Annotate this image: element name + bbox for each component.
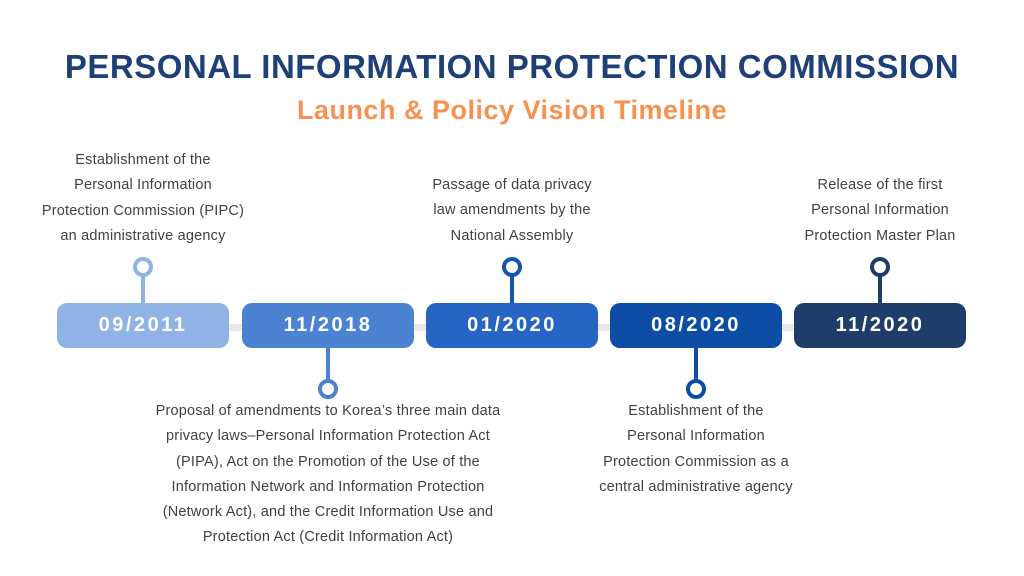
- page-subtitle: Launch & Policy Vision Timeline: [296, 95, 728, 125]
- connector-stem: [694, 348, 698, 379]
- page-title: PERSONAL INFORMATION PROTECTION COMMISSI…: [64, 48, 960, 85]
- milestone-date-01-2020: 01/2020: [426, 303, 598, 348]
- connector-dot-icon: [318, 379, 338, 399]
- connector-dot-icon: [133, 257, 153, 277]
- milestone-note-11-2018: Proposal of amendments to Korea’s three …: [155, 403, 501, 546]
- connector-stem: [878, 275, 882, 305]
- connector-dot-icon: [502, 257, 522, 277]
- connector-stem: [141, 275, 145, 305]
- milestone-date-11-2020: 11/2020: [794, 303, 966, 348]
- connector-dot-icon: [870, 257, 890, 277]
- milestone-date-09-2011: 09/2011: [57, 303, 229, 348]
- milestone-date-08-2020: 08/2020: [610, 303, 782, 348]
- milestone-date-11-2018: 11/2018: [242, 303, 414, 348]
- connector-stem: [326, 348, 330, 379]
- connector-stem: [510, 275, 514, 305]
- connector-dot-icon: [686, 379, 706, 399]
